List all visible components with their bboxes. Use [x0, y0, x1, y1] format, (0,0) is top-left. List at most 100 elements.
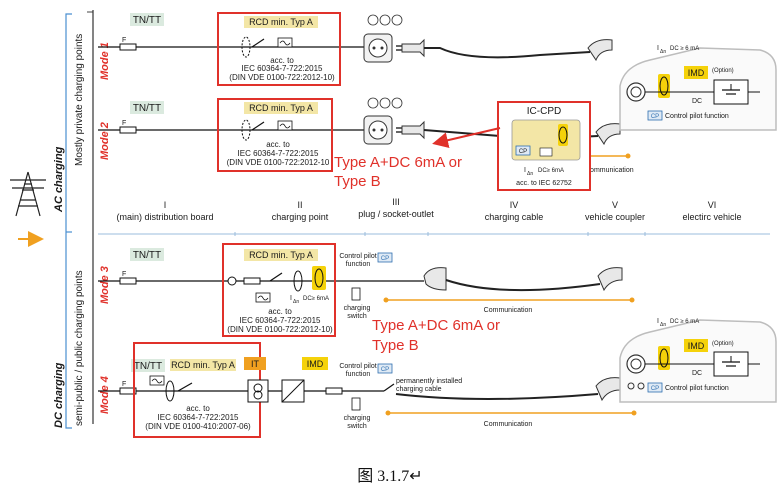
col-2-num: II [297, 200, 302, 210]
dc-vehicle-dc: DC [692, 370, 702, 377]
ac-vehicle-dc-rest: DC ≥ 6 mA [670, 46, 699, 52]
mode-1-network: TN/TT [133, 15, 161, 26]
mode-3-rcd-title: RCD min. Typ A [249, 250, 313, 260]
mode-3-cp-badge: CP [381, 256, 389, 262]
col-1-name: (main) distribution board [116, 212, 213, 222]
mode-4-cp-text-1: Control pilot [339, 363, 376, 370]
mode-3-rcd-box [222, 243, 336, 337]
mode-4-communication: Communication [484, 421, 533, 428]
mode-4-cp-badge: CP [381, 367, 389, 373]
mode-4-network: TN/TT [134, 361, 162, 372]
column-separators [98, 232, 770, 236]
charging-modes-diagram: AC charging DC charging Mostly private c… [10, 10, 777, 438]
mode-2-annotation-arrow [432, 127, 501, 149]
mode-1-rcd-box [217, 12, 341, 86]
col-3-name: plug / socket-outlet [358, 209, 434, 219]
mode-4-cable-1: permanently installed [396, 378, 462, 385]
mode-3-dc-i: I [290, 295, 292, 302]
ac-vehicle: I Δn DC ≥ 6 mA IMD (Option) DC CP Contro… [619, 45, 777, 131]
mode-2-iccpd-acc: acc. to IEC 62752 [516, 180, 572, 187]
mode-2-fuse: F [122, 120, 126, 127]
mode-4-std-3: (DIN VDE 0100-410:2007-06) [145, 422, 251, 431]
mode-2-annotation-2: Type B [334, 173, 381, 190]
mode-3-std-2: IEC 60364-7-722:2015 [240, 316, 322, 325]
mode-4-coupler-icon [595, 377, 621, 402]
col-4-name: charging cable [485, 212, 544, 222]
mode-2-rcd-title: RCD min. Typ A [249, 103, 313, 113]
mode-3-dc-rest: DC≥ 6mA [303, 296, 329, 302]
ac-vehicle-dc-sub: Δn [660, 49, 666, 55]
column-headings: I (main) distribution board II charging … [116, 197, 741, 222]
ac-vehicle-dc-i: I [657, 45, 659, 52]
mode-2-communication: Communication [585, 167, 634, 174]
mode-3-switch-2: switch [347, 313, 367, 320]
mode-1-std-2: IEC 60364-7-722:2015 [242, 64, 324, 73]
mode-3-annotation-2: Type B [372, 337, 419, 354]
mode-2-row: TN/TT F RCD min. Typ A acc. to IEC 60364… [98, 97, 634, 191]
dc-charging-label: DC charging [53, 362, 65, 428]
mode-2-plug-icon [401, 120, 425, 140]
dc-vehicle-option: (Option) [712, 341, 734, 347]
mode-3-fuse: F [122, 271, 126, 278]
mode-1-plug-icon [401, 38, 425, 58]
mode-4-switch-2: switch [347, 423, 367, 430]
ac-vehicle-option: (Option) [712, 68, 734, 74]
ac-vehicle-cp-badge: CP [651, 114, 659, 120]
col-1-num: I [164, 200, 167, 210]
mode-2-label: Mode 2 [99, 122, 111, 160]
mode-2-iccpd-dc-i: I [524, 167, 526, 174]
mode-4-fuse: F [122, 381, 126, 388]
col-5-num: V [612, 200, 618, 210]
mode-3-row: TN/TT F RCD min. Typ A I Δn DC≥ 6mA acc.… [98, 243, 635, 354]
mode-1-rcd-title: RCD min. Typ A [249, 17, 313, 27]
mode-2-iccpd-cp: CP [519, 149, 527, 155]
col-5-name: vehicle coupler [585, 212, 645, 222]
mode-3-switch-1: charging [344, 305, 371, 312]
mode-4-std-2: IEC 60364-7-722:2015 [158, 413, 240, 422]
mode-1-std-3: (DIN VDE 0100-722:2012-10) [229, 73, 335, 82]
dc-vehicle-imd: IMD [688, 341, 705, 351]
mode-2-iccpd-title: IC-CPD [527, 106, 561, 117]
dc-vehicle-cp-text: Control pilot function [665, 385, 729, 392]
mode-4-imd: IMD [307, 359, 324, 369]
mode-2-std-3: (DIN VDE 0100-722:2012-10 [227, 158, 330, 167]
mode-3-network: TN/TT [133, 250, 161, 261]
mode-2-iccpd-dc-sub: Δn [527, 171, 533, 177]
mode-3-cp-text-2: function [346, 261, 371, 268]
mode-1-coupler-icon [587, 39, 613, 62]
col-4-num: IV [510, 200, 519, 210]
mode-2-std-1: acc. to [266, 140, 290, 149]
mode-4-cp-text-2: function [346, 371, 371, 378]
mode-1-row: TN/TT F RCD min. Typ A acc. to IEC 60364… [98, 12, 613, 86]
mode-1-std-1: acc. to [270, 56, 294, 65]
mode-3-annotation-1: Type A+DC 6mA or [372, 317, 500, 334]
mode-4-rcd-title: RCD min. Typ A [171, 360, 235, 370]
ac-vehicle-imd: IMD [688, 68, 705, 78]
ac-charging-label: AC charging [53, 146, 65, 213]
mode-4-cable-2: charging cable [396, 386, 442, 393]
mode-1-fuse: F [122, 37, 126, 44]
dc-vehicle-dc-rest: DC ≥ 6 mA [670, 319, 699, 325]
mode-2-annotation-1: Type A+DC 6mA or [334, 154, 462, 171]
mode-3-std-3: (DIN VDE 0100-722:2012-10) [227, 325, 333, 334]
mode-3-coupler-icon [597, 267, 623, 292]
dc-vehicle-cp-badge: CP [651, 386, 659, 392]
mode-3-communication: Communication [484, 307, 533, 314]
mode-3-connector-icon [423, 267, 447, 291]
dc-vehicle-outline [619, 319, 777, 403]
mode-2-iccpd-dc-rest: DC≥ 6mA [538, 168, 564, 174]
ac-vehicle-outline [619, 47, 777, 131]
mode-3-std-1: acc. to [268, 307, 292, 316]
mode-1-label: Mode 1 [99, 42, 111, 80]
col-6-num: VI [708, 200, 717, 210]
mode-2-std-2: IEC 60364-7-722:2015 [238, 149, 320, 158]
left-brackets [65, 10, 94, 429]
power-pylon-icon [10, 171, 46, 217]
mode-4-switch-1: charging [344, 415, 371, 422]
public-label: semi-public / public charging points [74, 270, 85, 426]
mode-2-network: TN/TT [133, 103, 161, 114]
mode-4-label: Mode 4 [99, 376, 111, 414]
mode-4-row: TN/TT F RCD min. Typ A IT IMD acc. to IE… [98, 342, 637, 438]
mode-3-cp-text-1: Control pilot [339, 253, 376, 260]
figure-caption: 图 3.1.7↵ [357, 468, 423, 485]
